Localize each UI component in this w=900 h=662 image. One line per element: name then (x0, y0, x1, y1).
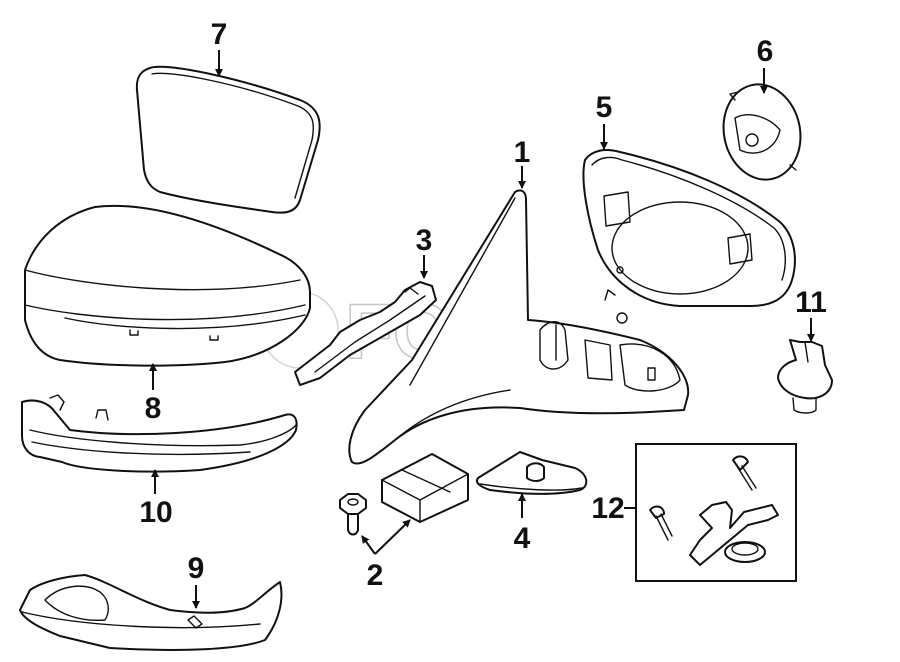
part-8-mirror-cover[interactable] (24, 204, 311, 367)
part-11-puddle-lamp[interactable] (777, 339, 833, 414)
part-1-base-housing[interactable] (348, 189, 690, 465)
part-7-mirror-glass[interactable] (135, 65, 321, 214)
callout-2-label[interactable]: 2 (367, 559, 384, 592)
callout-4-label[interactable]: 4 (514, 522, 531, 555)
part-6-actuator-disc[interactable] (715, 77, 809, 187)
part-5-backing-frame[interactable] (582, 149, 796, 307)
part-9-lower-cover[interactable] (19, 574, 283, 651)
part-2-block-and-bolt[interactable] (339, 453, 469, 536)
leader-arrows (149, 50, 815, 609)
callout-2-arrow-bolt (361, 535, 376, 555)
part-12-hardware-kit[interactable] (624, 443, 797, 582)
callout-5-label[interactable]: 5 (596, 91, 613, 124)
callout-3-label[interactable]: 3 (416, 224, 433, 257)
callout-1-label[interactable]: 1 (514, 136, 531, 169)
callout-11-label[interactable]: 11 (795, 286, 827, 319)
callout-9-label[interactable]: 9 (188, 552, 205, 585)
callout-7-label[interactable]: 7 (211, 18, 228, 51)
hardware-kit-box (635, 443, 797, 582)
callout-2-arrow-block (374, 519, 411, 555)
part-3-bracket[interactable] (294, 281, 437, 386)
callout-12-label[interactable]: 12 (591, 492, 624, 525)
callout-8-label[interactable]: 8 (145, 392, 162, 425)
callout-6-label[interactable]: 6 (757, 35, 774, 68)
callout-labels: 7 8 10 9 3 1 5 6 11 4 2 12 (139, 18, 827, 592)
part-10-turn-signal[interactable] (21, 394, 298, 473)
callout-10-label[interactable]: 10 (139, 496, 172, 529)
part-4-mount-plate[interactable] (475, 451, 588, 495)
